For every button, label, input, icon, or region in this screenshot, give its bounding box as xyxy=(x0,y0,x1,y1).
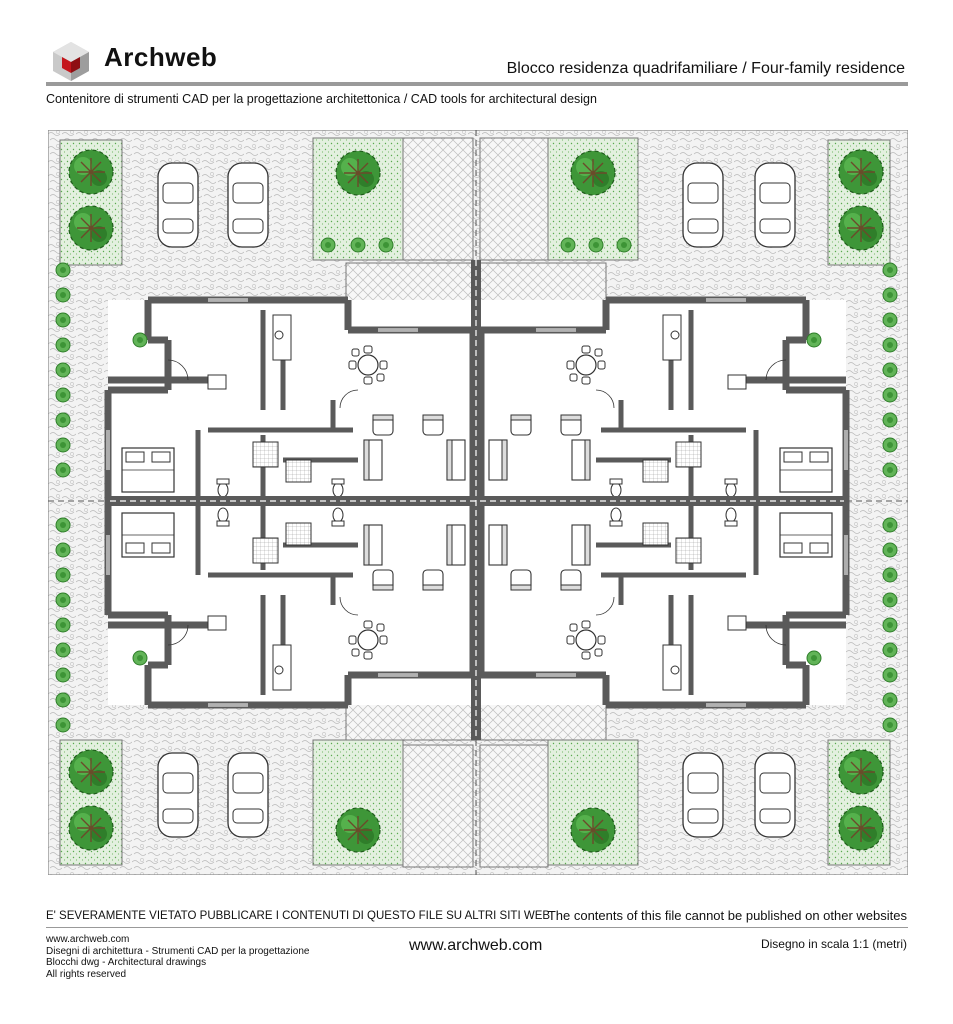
archweb-logo-icon xyxy=(53,42,89,81)
footer-credit-line: www.archweb.com xyxy=(46,934,130,945)
floor-plan xyxy=(48,130,908,875)
footer-credit-line: All rights reserved xyxy=(46,968,127,980)
brand-name: Archweb xyxy=(104,42,218,72)
header-divider xyxy=(46,82,908,86)
footer-credit-line: Blocchi dwg - Architectural drawings xyxy=(46,957,207,968)
warning-italian: E' SEVERAMENTE VIETATO PUBBLICARE I CONT… xyxy=(46,910,551,922)
page-title: Blocco residenza quadrifamiliare / Four-… xyxy=(506,60,905,77)
footer-website-link[interactable]: www.archweb.com xyxy=(409,937,543,954)
warning-english: The contents of this file cannot be publ… xyxy=(547,908,907,923)
footer-credits: www.archweb.com Disegni di architettura … xyxy=(46,934,309,980)
drawing-scale: Disegno in scala 1:1 (metri) xyxy=(760,937,907,951)
footer-divider xyxy=(46,927,908,928)
page-subtitle: Contenitore di strumenti CAD per la prog… xyxy=(46,92,597,106)
footer-credit-line: Disegni di architettura - Strumenti CAD … xyxy=(46,945,310,957)
